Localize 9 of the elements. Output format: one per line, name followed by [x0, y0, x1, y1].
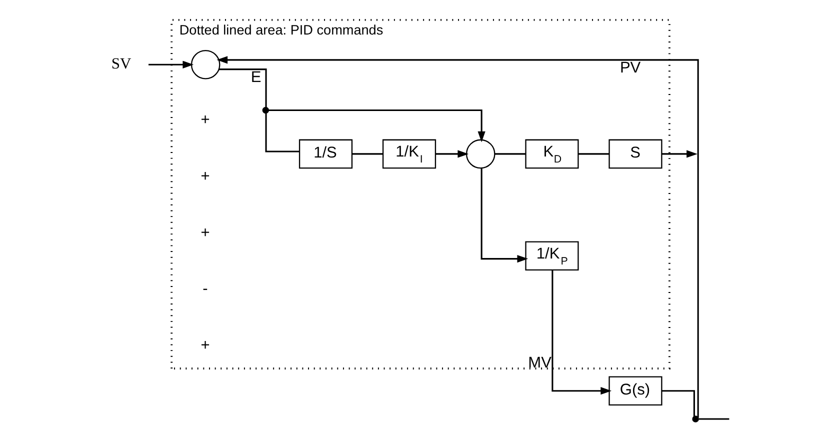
label: +: [200, 112, 210, 129]
node-text: SV: [110, 55, 131, 72]
label: +: [200, 224, 210, 242]
edge-label: E: [250, 68, 261, 86]
label: +: [200, 168, 210, 185]
label: -: [202, 280, 208, 298]
edge-label: MV: [528, 354, 551, 372]
label: +: [200, 336, 210, 354]
edge-label: PV: [619, 59, 640, 76]
